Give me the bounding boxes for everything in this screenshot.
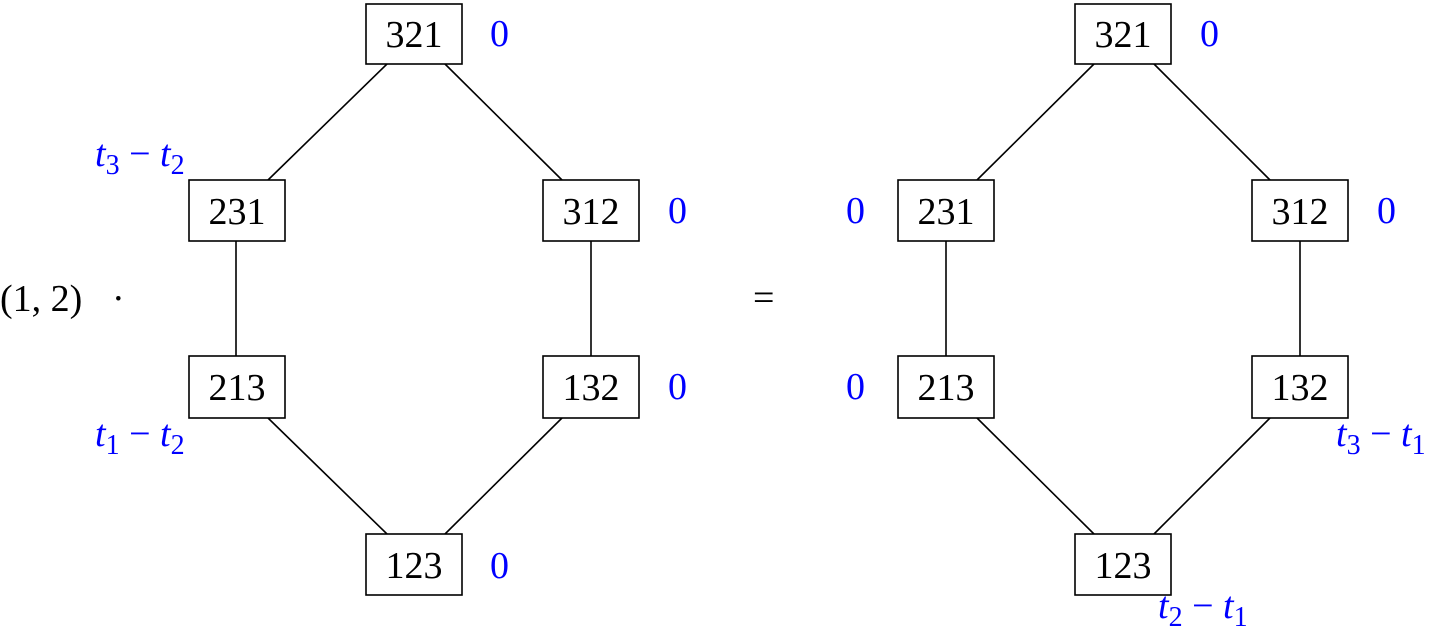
right-node-132-label: 132 [1272, 367, 1329, 409]
left-poset: 321 231 312 213 132 123 0 0 0 0 t3 − t2 … [95, 3, 687, 596]
left-node-231-label: 231 [209, 191, 266, 233]
left-edge-132-123 [444, 417, 563, 535]
right-node-312-label: 312 [1272, 191, 1329, 233]
left-weight-312: 0 [668, 190, 687, 232]
left-node-213: 213 [188, 355, 286, 419]
right-weight-312: 0 [1377, 190, 1396, 232]
right-weight-213: 0 [846, 366, 865, 408]
right-node-123: 123 [1074, 533, 1172, 596]
right-edge-213-123 [976, 417, 1095, 535]
left-weight-123: 0 [490, 545, 509, 587]
right-edge-132-123 [1153, 417, 1271, 535]
left-weight-231: t3 − t2 [95, 133, 185, 181]
right-edge-321-231 [976, 63, 1095, 181]
right-weight-123: t2 − t1 [1158, 585, 1248, 632]
left-edges [235, 63, 592, 535]
right-poset: 321 231 312 213 132 123 0 0 0 0 t3 − t1 … [846, 3, 1426, 632]
right-edge-321-312 [1153, 63, 1271, 181]
right-node-312: 312 [1251, 179, 1349, 242]
left-node-213-label: 213 [209, 367, 266, 409]
left-node-321: 321 [365, 3, 463, 65]
left-node-312: 312 [542, 179, 640, 242]
right-node-231: 231 [897, 179, 995, 242]
permutation-prefix: (1, 2) [0, 278, 82, 320]
right-weight-132: t3 − t1 [1336, 413, 1426, 461]
left-node-123: 123 [365, 533, 463, 596]
left-weight-321: 0 [490, 13, 509, 55]
action-dot: · [112, 278, 125, 320]
left-node-312-label: 312 [563, 191, 620, 233]
right-node-321-label: 321 [1095, 14, 1152, 56]
right-node-132: 132 [1251, 355, 1349, 419]
left-node-132-label: 132 [563, 367, 620, 409]
left-node-321-label: 321 [386, 14, 443, 56]
left-edge-213-123 [267, 417, 388, 535]
left-node-231: 231 [188, 179, 286, 242]
right-weight-231: 0 [846, 190, 865, 232]
left-weight-132: 0 [668, 366, 687, 408]
left-edge-321-231 [267, 63, 388, 181]
right-weight-321: 0 [1200, 13, 1219, 55]
left-edge-321-312 [444, 63, 563, 181]
right-node-321: 321 [1074, 3, 1172, 65]
left-node-123-label: 123 [386, 545, 443, 587]
right-node-213: 213 [897, 355, 995, 419]
right-node-123-label: 123 [1095, 545, 1152, 587]
right-node-231-label: 231 [918, 191, 975, 233]
left-node-132: 132 [542, 355, 640, 419]
equals-sign: = [753, 277, 774, 319]
right-node-213-label: 213 [918, 367, 975, 409]
left-weight-213: t1 − t2 [95, 413, 185, 461]
right-edges [945, 63, 1301, 535]
